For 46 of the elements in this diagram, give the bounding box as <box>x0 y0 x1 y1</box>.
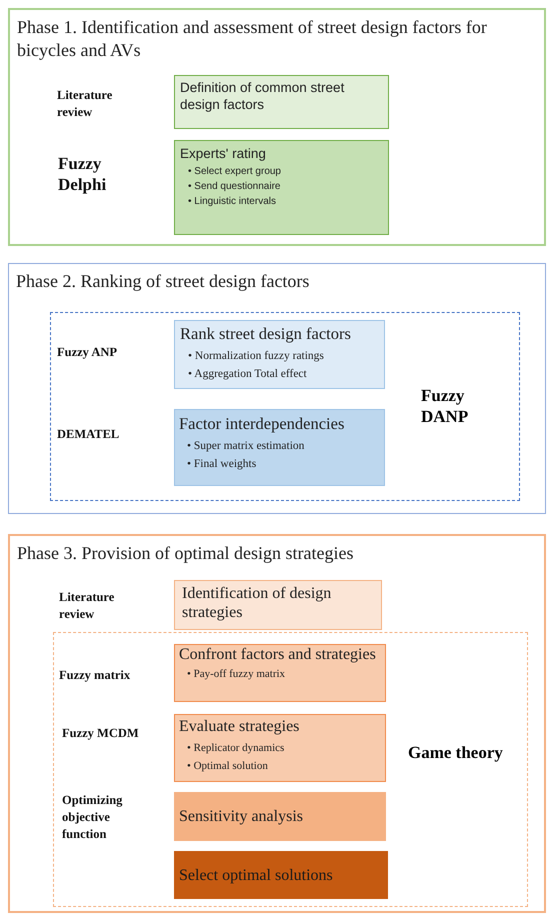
method-label: Fuzzy matrix <box>59 667 132 684</box>
box-title: Select optimal solutions <box>179 866 334 884</box>
process-box <box>174 851 388 899</box>
method-label: DEMATEL <box>57 426 120 443</box>
process-box <box>174 580 382 630</box>
method-label: Fuzzy Delphi <box>58 153 108 195</box>
box-title: Evaluate strategies <box>179 717 300 737</box>
panel-heading: Phase 3. Provision of optimal design strategies <box>17 542 354 565</box>
bullet-item: • Pay-off fuzzy matrix <box>187 667 286 682</box>
method-label: Fuzzy ANP <box>57 344 118 361</box>
box-title: Rank street design factors <box>180 323 352 345</box>
box-title: Sensitivity analysis <box>179 807 304 826</box>
group-label: Game theory <box>408 742 503 763</box>
process-box <box>174 644 386 702</box>
process-box <box>174 140 389 235</box>
phase-panel <box>8 263 546 514</box>
group-label: Fuzzy DANP <box>421 385 470 427</box>
bullet-item: • Normalization fuzzy ratings <box>188 349 325 364</box>
method-label: Optimizing objective function <box>62 792 124 843</box>
bullet-item: • Super matrix estimation <box>187 439 306 454</box>
phase-panel <box>8 8 546 246</box>
bullet-item: • Optimal solution <box>187 759 269 774</box>
process-box <box>174 320 385 389</box>
method-label: Literature review <box>59 589 116 623</box>
phase-panel <box>8 534 546 913</box>
process-box <box>174 714 386 782</box>
method-label: Fuzzy MCDM <box>62 725 140 742</box>
method-label: Literature review <box>57 87 114 121</box>
process-box <box>174 409 385 486</box>
box-title: Identification of design strategies <box>182 584 332 622</box>
box-title: Experts' rating <box>180 145 267 162</box>
bullet-item: • Select expert group <box>188 165 282 179</box>
bullet-item: • Final weights <box>187 457 258 472</box>
box-title: Factor interdependencies <box>179 413 346 435</box>
panel-heading: Phase 1. Identification and assessment of street design factors for bicycles and AVs <box>17 16 488 62</box>
bullet-item: • Linguistic intervals <box>188 195 277 209</box>
dashed-group-frame <box>53 632 528 907</box>
bullet-item: • Send questionnaire <box>188 180 282 194</box>
dashed-group-frame <box>50 312 520 501</box>
process-box <box>174 792 386 841</box>
bullet-item: • Aggregation Total effect <box>188 367 308 382</box>
box-title: Confront factors and strategies <box>179 646 377 664</box>
panel-heading: Phase 2. Ranking of street design factors <box>16 270 310 293</box>
bullet-item: • Replicator dynamics <box>187 741 286 756</box>
box-title: Definition of common street design factors <box>180 79 346 113</box>
process-box <box>174 75 389 129</box>
